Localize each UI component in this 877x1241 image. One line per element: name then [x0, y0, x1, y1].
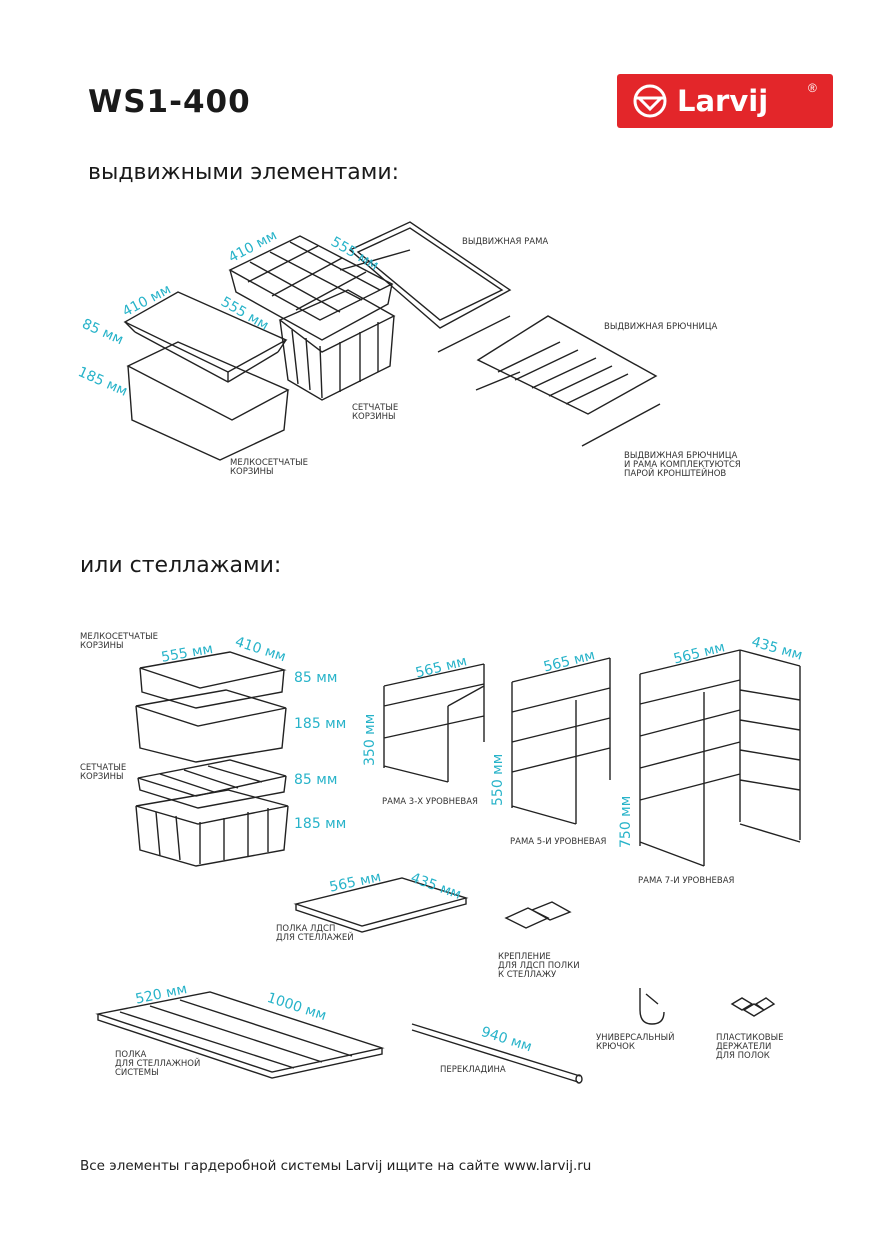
fine-mesh-basket-upper-illustration — [123, 291, 288, 383]
brand-emblem-icon — [633, 84, 667, 118]
sliding-frame-illustration — [339, 221, 521, 391]
label-bracket-note: ВЫДВИЖНАЯ БРЮЧНИЦА И РАМА КОМПЛЕКТУЮТСЯ … — [624, 451, 741, 479]
wire-basket-upper-illustration — [228, 235, 394, 341]
dim-frame5-height-550: 550 мм — [490, 753, 506, 806]
frame-3-level-illustration — [383, 663, 485, 783]
label-chipboard-mount: КРЕПЛЕНИЕ ДЛЯ ЛДСП ПОЛКИ К СТЕЛЛАЖУ — [498, 952, 580, 980]
label-hanging-bar: ПЕРЕКЛАДИНА — [440, 1065, 506, 1075]
frame-5-level-illustration — [511, 657, 611, 825]
frame-7-level-illustration — [639, 649, 801, 867]
trousers-rack-illustration — [476, 315, 661, 447]
plastic-holders-illustration — [730, 997, 776, 1017]
section-drawers-title: выдвижными элементами: — [88, 160, 400, 185]
shelving-wire-basket-lower-illustration — [135, 789, 289, 867]
dim-frame3-height-350: 350 мм — [362, 713, 378, 766]
label-fine-baskets: МЕЛКОСЕТЧАТЫЕ КОРЗИНЫ — [230, 458, 309, 477]
model-title: WS1-400 — [88, 84, 251, 120]
chipboard-mount-illustration — [504, 901, 572, 929]
registered-mark: ® — [808, 81, 817, 95]
dim-frame7-height-750: 750 мм — [618, 795, 634, 848]
label-s2-fine-baskets: МЕЛКОСЕТЧАТЫЕ КОРЗИНЫ — [80, 632, 159, 651]
footer-note: Все элементы гардеробной системы Larvij … — [80, 1158, 592, 1174]
dim-s2-height-185-wire: 185 мм — [294, 816, 347, 832]
hanging-bar-illustration — [411, 1023, 583, 1084]
section-shelving-title: или стеллажами: — [80, 553, 282, 578]
brand-name: Larvij — [677, 84, 769, 118]
shelving-fine-basket-upper-illustration — [139, 651, 287, 709]
label-plastic-holders: ПЛАСТИКОВЫЕ ДЕРЖАТЕЛИ ДЛЯ ПОЛОК — [716, 1033, 784, 1061]
label-s2-wire-baskets: СЕТЧАТЫЕ КОРЗИНЫ — [80, 763, 127, 782]
wire-basket-lower-illustration — [278, 289, 396, 401]
dim-s2-height-85-wire: 85 мм — [294, 772, 338, 788]
label-frame-7-level: РАМА 7-И УРОВНЕВАЯ — [638, 876, 735, 886]
label-trousers-rack: ВЫДВИЖНАЯ БРЮЧНИЦА — [604, 322, 718, 332]
label-universal-hook: УНИВЕРСАЛЬНЫЙ КРЮЧОК — [596, 1033, 675, 1052]
wire-shelf-illustration — [95, 991, 385, 1079]
shelving-fine-basket-lower-illustration — [135, 689, 287, 763]
label-sliding-frame: ВЫДВИЖНАЯ РАМА — [462, 237, 549, 247]
brand-logo: Larvij ® — [617, 74, 833, 128]
dim-s2-height-185-fine: 185 мм — [294, 716, 347, 732]
universal-hook-illustration — [639, 988, 665, 1025]
label-chipboard-shelf: ПОЛКА ЛДСП ДЛЯ СТЕЛЛАЖЕЙ — [276, 924, 354, 943]
label-wire-shelf: ПОЛКА ДЛЯ СТЕЛЛАЖНОЙ СИСТЕМЫ — [115, 1050, 201, 1078]
label-wire-baskets: СЕТЧАТЫЕ КОРЗИНЫ — [352, 403, 399, 422]
fine-mesh-basket-lower-illustration — [126, 341, 290, 461]
shelving-wire-basket-upper-illustration — [137, 759, 287, 809]
chipboard-shelf-illustration — [293, 877, 469, 933]
label-frame-5-level: РАМА 5-И УРОВНЕВАЯ — [510, 837, 607, 847]
label-frame-3-level: РАМА 3-Х УРОВНЕВАЯ — [382, 797, 478, 807]
dim-s2-height-85-fine: 85 мм — [294, 670, 338, 686]
